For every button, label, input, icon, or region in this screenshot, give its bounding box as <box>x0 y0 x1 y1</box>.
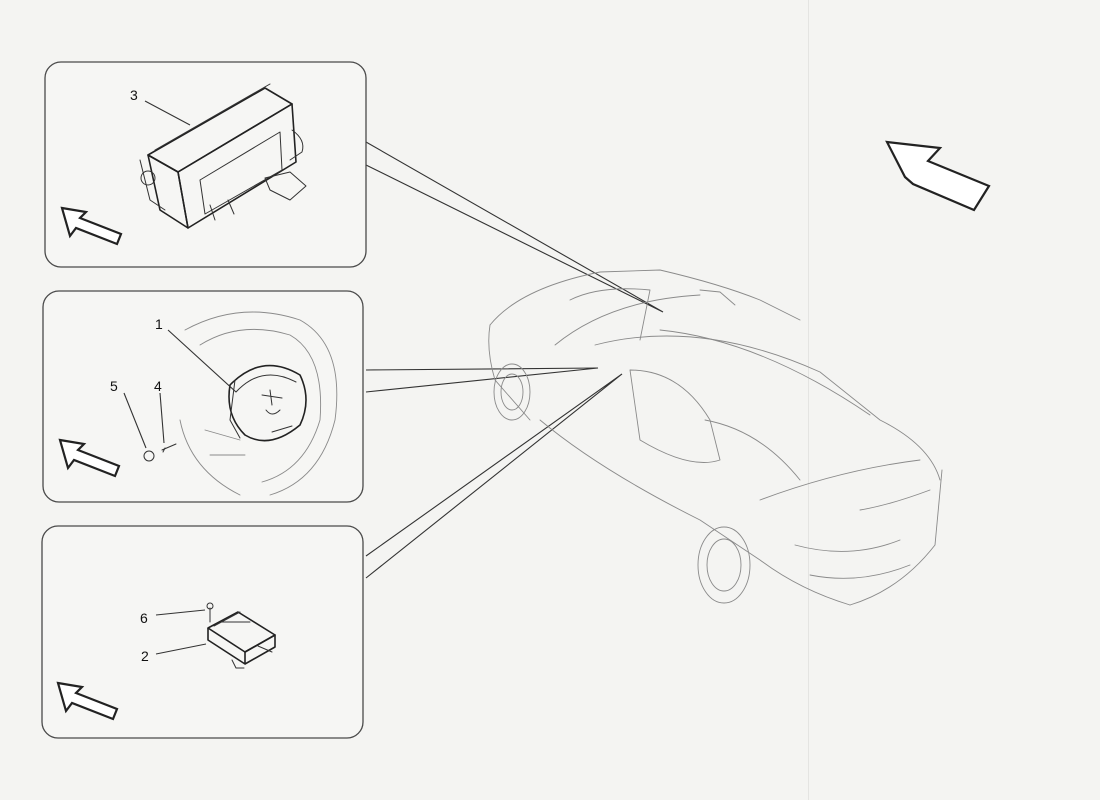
orientation-arrow-icon <box>56 681 119 721</box>
orientation-arrow-icon <box>60 206 123 246</box>
panel-frame <box>44 61 367 268</box>
control-unit-illustration <box>206 602 276 669</box>
callout-leader-3 <box>144 100 191 126</box>
panel-frame <box>42 290 364 503</box>
callout-leader-2 <box>155 643 207 655</box>
callout-leader-1 <box>167 329 237 393</box>
callout-label-3: 3 <box>130 87 138 103</box>
orientation-arrow-icon <box>58 438 121 478</box>
screw-part <box>161 443 177 453</box>
orientation-arrow-large-icon <box>885 140 991 212</box>
callout-label-5: 5 <box>110 378 118 394</box>
panel-frame <box>41 525 364 739</box>
callout-leader-6 <box>155 609 206 616</box>
airbag-module-illustration <box>139 83 307 229</box>
callout-label-4: 4 <box>154 378 162 394</box>
steering-wheel-illustration <box>179 311 338 496</box>
leader-line-airbag-module <box>365 141 664 313</box>
leader-lines <box>365 141 664 579</box>
panel-airbag-module: 3 <box>44 61 367 268</box>
cap-part <box>143 450 155 462</box>
callout-label-2: 2 <box>141 648 149 664</box>
car-outline-illustration <box>488 269 943 606</box>
callout-label-6: 6 <box>140 610 148 626</box>
page-fold-line <box>808 0 809 800</box>
callout-leader-5 <box>123 392 147 449</box>
callout-leader-4 <box>159 392 165 444</box>
leader-line-control-unit <box>365 373 623 579</box>
panel-steering-wheel: 1 5 4 <box>42 290 364 503</box>
callout-label-1: 1 <box>155 316 163 332</box>
panel-control-unit: 6 2 <box>41 525 364 739</box>
leader-line-steering-wheel <box>365 367 599 393</box>
